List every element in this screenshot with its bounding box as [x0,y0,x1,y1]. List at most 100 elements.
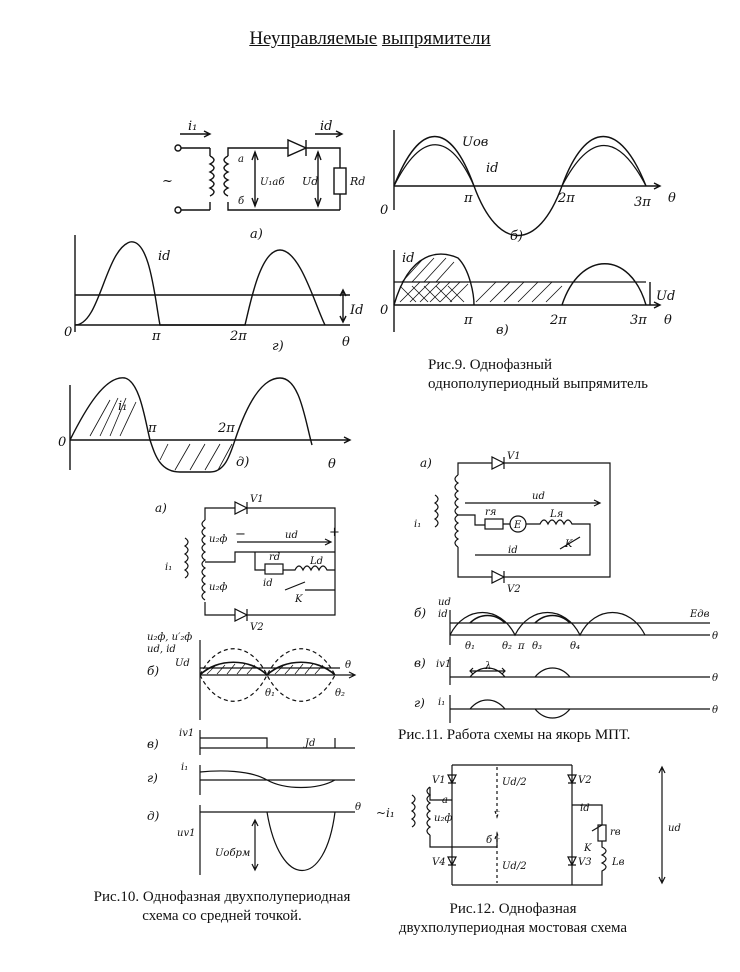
fig11-label-v1: V1 [507,451,521,462]
fig12-caption-line2: двухполупериодная мостовая схема [398,920,628,936]
fig10-label-iv1: iv1 [179,728,194,739]
fig9-label-theta-b: θ [668,191,676,206]
fig11-label-t2: θ₂ [502,641,512,652]
fig10-label-uobr: Uобрм [215,848,250,859]
fig9-label-id: id [320,119,332,134]
fig9-caption: Рис.9. Однофазный однополупериодный выпр… [428,356,648,394]
fig12-caption: Рис.12. Однофазная двухполупериодная мос… [378,900,648,938]
fig10-label-sub-g: г) [147,771,158,785]
fig10-label-theta1: θ₁ [265,688,275,699]
fig9-label-theta-v: θ [664,313,672,328]
title-word-2: выпрямители [381,28,491,49]
fig11-label-i1: i₁ [414,519,421,530]
fig9-label-3pi-v: 3π [630,313,647,328]
fig9-label-Ud: Ud [656,289,675,304]
fig9-label-2pi-d: 2π [217,421,235,436]
fig12-label-v4: V4 [432,857,446,868]
fig11-label-id2: id [438,609,448,620]
fig11-label-lambda: λ [484,661,491,672]
fig11-label-ud: ud [532,491,545,502]
fig9-label-sub-d: д) [236,455,249,470]
fig9-label-sub-g: г) [272,339,284,354]
fig10-label-sub-a: а) [155,501,167,515]
fig10-label-plus: + [329,525,340,540]
fig10-label-sub-v: в) [147,737,159,751]
fig11-label-sub-g: г) [414,696,425,710]
fig9-label-zero-v: 0 [380,303,388,318]
fig9-label-uob: Uов [462,135,488,150]
fig12-diagram: V1 V2 V3 V4 Ud/2 Ud/2 u₂ф ~i₁ а б id rв … [376,764,681,886]
fig11-label-t4: θ₄ [570,641,580,652]
fig10-label-theta-d: θ [355,802,361,813]
fig9-label-pi-d: π [147,421,157,436]
fig9-label-sub-b: б) [510,229,523,244]
fig11-label-t1: θ₁ [465,641,475,652]
fig12-label-v2: V2 [578,775,592,786]
fig11-label-ra: rя [485,507,496,518]
fig9-label-zero-b: 0 [380,203,388,218]
fig9-label-sub-a: а) [250,227,263,242]
fig10-diagram: а) V1 V2 ud u₂ф u₂ф Ld rd id K + − i₁ u₂… [147,494,361,875]
fig10-label-i1b: i₁ [181,762,188,773]
fig11-label-la: Lя [549,509,563,520]
fig12-label-v1: V1 [432,775,446,786]
fig11-label-theta-v: θ [712,673,718,684]
fig12-label-v3: V3 [578,857,592,868]
fig10-label-i1: i₁ [165,562,172,573]
fig11-label-v2: V2 [507,584,521,595]
fig10-label-theta-b: θ [345,660,351,671]
fig12-caption-line1: Рис.12. Однофазная [449,901,577,917]
fig10-label-u2f-top: u₂ф [209,534,227,545]
fig10-label-ld: Ld [309,556,323,567]
fig11-label-theta-g: θ [712,705,718,716]
fig11-label-sub-v: в) [414,656,426,670]
fig11-label-edv: Eдв [689,609,710,620]
fig9-label-id-g: id [158,249,170,264]
fig9-label-tilde: ~ [162,174,173,189]
fig9-label-pi-g: π [151,329,161,344]
fig12-label-i1: ~i₁ [376,806,395,820]
fig9-label-id2: id [486,161,498,176]
fig10-label-Ud: Ud [175,658,190,669]
fig9-label-theta-d: θ [328,457,336,472]
fig12-label-b: б [486,835,493,846]
fig10-caption: Рис.10. Однофазная двухполупериодная схе… [72,888,372,926]
fig10-label-minus: − [235,527,246,542]
fig9-caption-line1: Рис.9. Однофазный [428,357,553,373]
fig9-label-3pi-b: 3π [634,195,651,210]
fig12-label-id: id [580,803,590,814]
fig10-label-sub-d: д) [147,809,160,823]
fig9-label-b: б [238,196,245,207]
fig9-diagram: i₁ id ~ U₁аб Ud а б Rd а) Uов id 0 π 2π … [58,119,676,473]
fig10-label-rd: rd [269,552,280,563]
fig10-label-theta2: θ₂ [335,688,345,699]
fig11-label-iv1: iv1 [436,659,451,670]
fig12-label-lv: Lв [611,857,625,868]
fig11-label-t3: θ₃ [532,641,542,652]
fig9-label-2pi-g: 2π [229,329,247,344]
fig11-label-ud2: ud [438,597,451,608]
fig12-label-ud2-bottom: Ud/2 [502,861,527,872]
fig9-label-pi-b: π [463,191,473,206]
fig11-label-k: K [564,539,573,550]
fig11-caption: Рис.11. Работа схемы на якорь МПТ. [398,727,631,743]
fig9-label-i1: i₁ [188,119,197,134]
fig12-label-ud: ud [668,823,681,834]
fig10-label-id: id [263,578,273,589]
fig11-label-E: E [513,520,522,531]
fig11-label-i1b: i₁ [438,697,445,708]
fig10-label-legend: u₂ф, u′₂ф [147,632,192,643]
fig9-label-a: а [238,154,244,165]
fig11-label-id: id [508,545,518,556]
fig9-label-2pi-v: 2π [549,313,567,328]
fig11-label-pi: π [517,641,525,652]
fig9-label-theta-g: θ [342,335,350,350]
fig10-label-v2: V2 [250,622,264,633]
fig9-label-ud: Ud [302,175,318,188]
fig10-label-k: K [294,594,303,605]
fig10-label-ud: ud [285,530,298,541]
fig10-label-u2f-bottom: u₂ф [209,582,227,593]
fig9-label-Id: Id [349,303,363,318]
fig12-label-k: K [583,843,592,854]
